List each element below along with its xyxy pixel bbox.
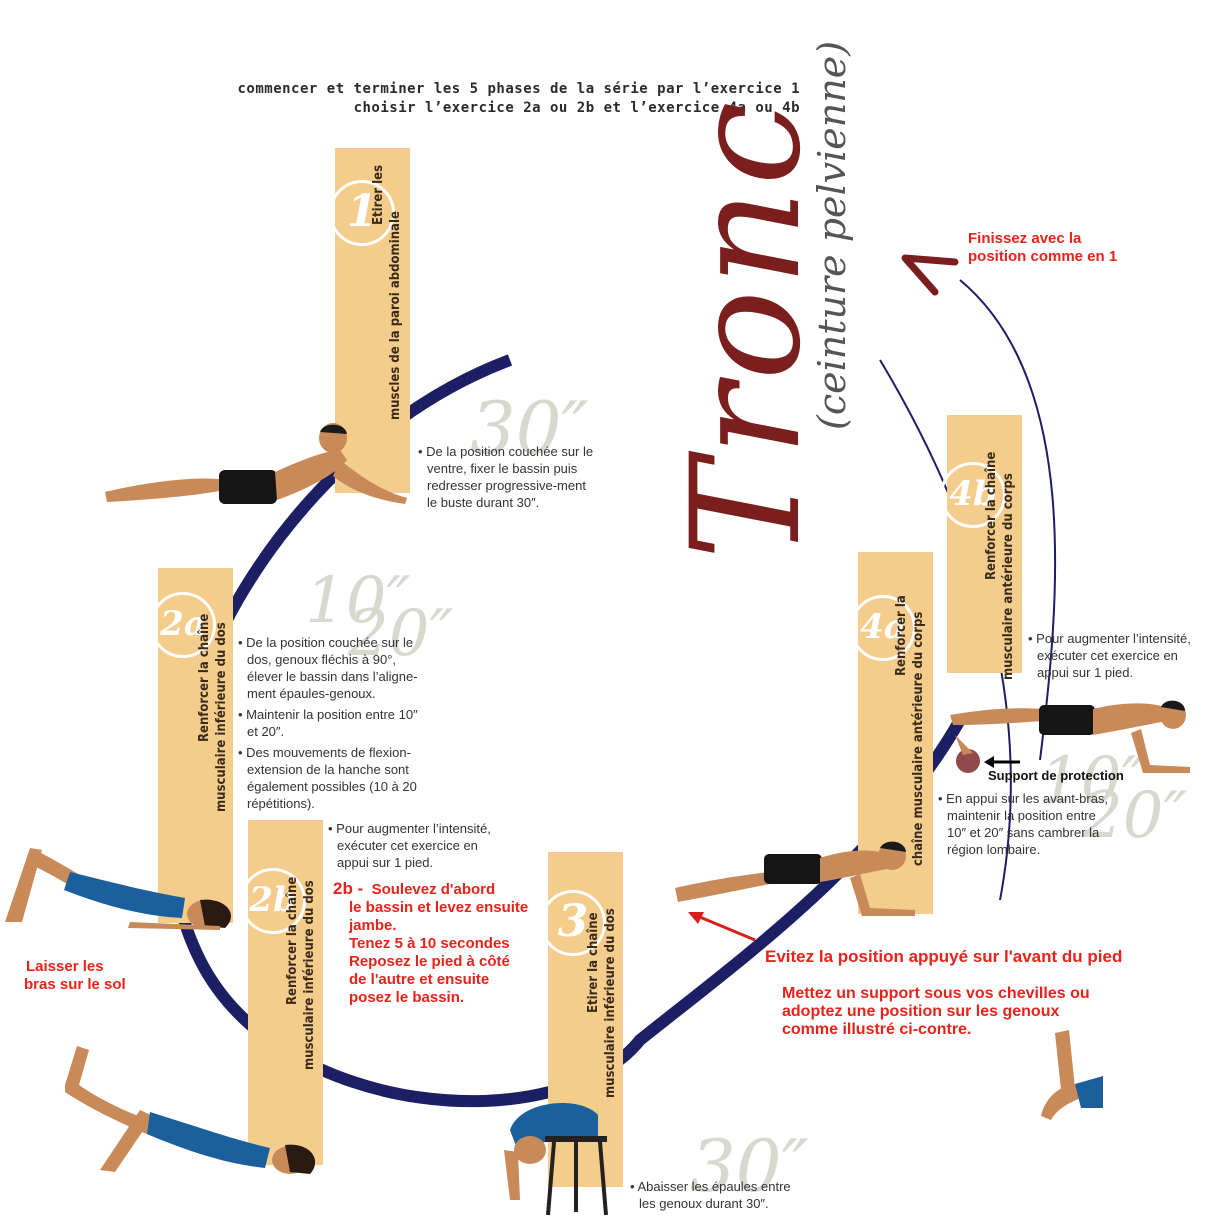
exercise-1-verb: Etirer les <box>371 164 386 225</box>
exercise-1-notes: • De la position couchée sur le ventre, … <box>418 443 598 515</box>
finish-note: Finissez avec la position comme en 1 <box>968 230 1117 266</box>
finish-arrow-icon <box>901 254 959 296</box>
exercise-4a-timer-max: 20″ <box>1082 779 1188 853</box>
e2b-instr-line-1: 2b - Soulevez d'abord <box>333 880 553 899</box>
e2b-line-3: Tenez 5 à 10 secondes <box>349 935 510 952</box>
exercise-2a-timer-max: 20″ <box>348 597 454 671</box>
exercise-4a-label: Renforcer la chaîne musculaire antérieur… <box>893 595 927 866</box>
e2b-line-6: posez le bassin. <box>349 989 465 1006</box>
exercise-2a-note-2: • Maintenir la position entre 10″ et 20″… <box>238 707 418 739</box>
arms-note-line-1: Laisser les <box>26 958 104 975</box>
exercise-2a-verb: Renforcer la chaîne <box>197 613 212 742</box>
exercise-1-figure <box>105 423 407 504</box>
exercise-2b-instructions: 2b - Soulevez d'abord le bassin et levez… <box>333 880 553 1007</box>
exercise-2b-figure <box>65 1046 316 1174</box>
exercise-2b-badge: 2b <box>240 868 306 934</box>
exercise-3-figure <box>504 1103 608 1216</box>
exercise-1-badge: 1 <box>329 180 395 246</box>
exercise-3-notes: • Abaisser les épaules entre les genoux … <box>630 1178 805 1216</box>
exercise-4a-note: • En appui sur les avant-bras, maintenir… <box>938 791 1109 857</box>
e2b-line-0: Soulevez d'abord <box>371 881 496 898</box>
exercise-4b-verb: Renforcer la chaîne <box>984 451 999 580</box>
e2b-line-5: de l'autre et ensuite <box>349 971 490 988</box>
advice-line-1: Mettez un support sous vos chevilles ou <box>782 985 1090 1002</box>
arms-note: Laisser les bras sur le sol <box>24 958 126 994</box>
exercise-1-label: Etirer les muscles de la paroi abdominal… <box>370 165 404 420</box>
advice-line-2: adoptez une position sur les genoux <box>782 1003 1060 1020</box>
support-label: Support de protection <box>988 768 1124 783</box>
exercise-4b-bar <box>947 415 1022 673</box>
exercise-2a-badge: 2a <box>150 592 216 658</box>
exercise-3-timer: 30″ <box>690 1124 809 1208</box>
exercise-4b-note: • Pour augmenter l’intensité, exécuter c… <box>1028 631 1191 680</box>
exercise-2b-notes: • Pour augmenter l’intensité, exécuter c… <box>328 820 503 875</box>
avoid-arrow-icon <box>694 913 756 942</box>
exercise-4a-figure <box>675 841 915 916</box>
exercise-2a-target: musculaire inférieure du dos <box>214 622 229 812</box>
e2b-prefix: 2b - <box>333 879 364 898</box>
exercise-2a-notes: • De la position couchée sur le dos, gen… <box>238 634 418 816</box>
exercise-3-label: Etirer la chaîne musculaire inférieure d… <box>585 908 619 1098</box>
page-title: Tronc <box>660 97 834 560</box>
exercise-2a-timer-min: 10″ <box>305 564 411 638</box>
e2b-line-4: Reposez le pied à côté <box>349 953 510 970</box>
exercise-1-note: • De la position couchée sur le ventre, … <box>418 444 594 510</box>
exercise-4b-notes: • Pour augmenter l’intensité, exécuter c… <box>1028 630 1208 685</box>
e2b-line-2: jambe. <box>349 917 397 934</box>
exercise-4b-label: Renforcer la chaîne musculaire antérieur… <box>983 452 1017 680</box>
exercise-2a-figure <box>5 848 231 930</box>
exercise-3-target: musculaire inférieure du dos <box>603 908 618 1098</box>
exercise-4b-target: musculaire antérieure du corps <box>1001 473 1016 680</box>
exercise-4a-verb: Renforcer la <box>894 595 909 676</box>
exercise-4a-badge: 4a <box>850 595 916 661</box>
finish-note-line-1: Finissez avec la <box>968 230 1082 247</box>
finish-note-line-2: position comme en 1 <box>968 248 1118 265</box>
e2b-line-1: le bassin et levez ensuite <box>349 899 529 916</box>
exercise-4a-target: chaîne musculaire antérieure du corps <box>911 611 926 866</box>
header-line-1: commencer et terminer les 5 phases de la… <box>237 81 800 97</box>
exercise-1-timer: 30″ <box>470 386 589 470</box>
instructions-header: commencer et terminer les 5 phases de la… <box>170 80 800 118</box>
exercise-1-target: muscles de la paroi abdominale <box>388 211 403 420</box>
exercise-4b-badge: 4b <box>940 462 1006 528</box>
exercise-3-badge: 3 <box>540 890 606 956</box>
advice-note: Mettez un support sous vos chevilles ou … <box>782 985 1090 1039</box>
advice-line-3: comme illustré ci-contre. <box>782 1021 972 1038</box>
exercise-3-note: • Abaisser les épaules entre les genoux … <box>630 1179 791 1211</box>
kneeling-figure <box>1041 1030 1103 1120</box>
exercise-2a-label: Renforcer la chaîne musculaire inférieur… <box>196 614 230 812</box>
exercise-4a-notes: • En appui sur les avant-bras, maintenir… <box>938 790 1118 862</box>
exercise-2a-note-1: • De la position couchée sur le dos, gen… <box>238 635 418 701</box>
exercise-2b-note: • Pour augmenter l’intensité, exécuter c… <box>328 821 491 870</box>
exercise-2a-note-3: • Des mouvements de flexion-extension de… <box>238 745 417 811</box>
exercise-3-verb: Etirer la chaîne <box>586 912 601 1013</box>
avoid-note: Evitez la position appuyé sur l'avant du… <box>765 947 1123 966</box>
header-line-2: choisir l’exercice 2a ou 2b et l’exercic… <box>353 100 800 116</box>
page-subtitle: (ceinture pelvienne) <box>810 40 854 430</box>
exercise-4a-timer-min: 10″ <box>1040 744 1146 818</box>
arms-note-line-2: bras sur le sol <box>24 976 126 993</box>
exercise-4b-figure <box>950 700 1190 773</box>
